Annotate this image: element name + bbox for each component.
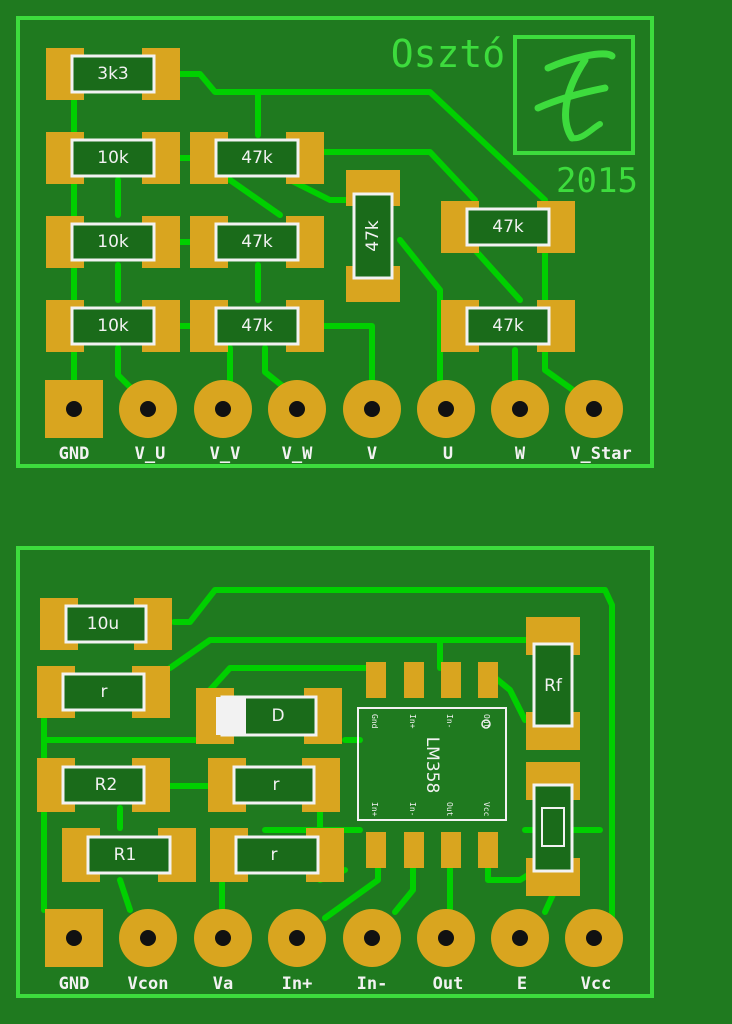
svg-text:Vcc: Vcc — [482, 802, 491, 817]
capacitor-vertical — [526, 762, 580, 896]
diode-d: D — [196, 688, 342, 744]
svg-text:In+: In+ — [370, 802, 379, 817]
pin-label: Vcc — [581, 974, 612, 994]
svg-text:r: r — [101, 682, 108, 702]
pin-label: W — [515, 444, 526, 464]
pin-label: V — [367, 444, 377, 464]
pin-label: Vcon — [128, 974, 169, 994]
pin-label: V_U — [135, 444, 166, 464]
svg-text:10k: 10k — [97, 232, 129, 252]
resistor-r-c: r — [210, 828, 344, 882]
resistor-r5: 47k — [190, 216, 324, 268]
bottom-header-pins — [45, 909, 623, 967]
svg-text:3k3: 3k3 — [97, 64, 128, 84]
svg-text:Out: Out — [482, 714, 491, 729]
pin-label: Va — [213, 974, 233, 994]
pin-label: V_V — [210, 444, 241, 464]
svg-text:47k: 47k — [492, 217, 524, 237]
top-board-outline — [16, 16, 654, 468]
ic-lm358: LM358 Gnd In+ In- Out In+ In- Out Vcc — [357, 662, 507, 868]
resistor-r3: 47k — [190, 132, 324, 184]
svg-text:Gnd: Gnd — [370, 714, 379, 729]
pin-label: V_Star — [570, 444, 631, 464]
svg-text:10u: 10u — [87, 614, 119, 634]
resistor-r8: 10k — [46, 300, 180, 352]
bottom-pin-labels: GND Vcon Va In+ In- Out E Vcc — [59, 974, 612, 994]
svg-text:r: r — [273, 775, 280, 795]
pin-label: In+ — [282, 974, 313, 994]
pin-label: In- — [357, 974, 388, 994]
pin-label: V_W — [282, 444, 313, 464]
board-year: 2015 — [556, 161, 638, 201]
resistor-r7: 47k — [441, 201, 575, 253]
pin-label: GND — [59, 444, 90, 464]
svg-text:r: r — [271, 845, 278, 865]
capacitor-c1: 10u — [40, 598, 172, 650]
svg-text:47k: 47k — [241, 232, 273, 252]
pin-label: Out — [433, 974, 464, 994]
board-title: Osztó — [391, 32, 505, 76]
svg-text:47k: 47k — [241, 148, 273, 168]
pin-label: E — [517, 974, 527, 994]
svg-text:In-: In- — [445, 714, 454, 728]
resistor-r4: 10k — [46, 216, 180, 268]
resistor-r-a: r — [37, 666, 170, 718]
pin-label: GND — [59, 974, 90, 994]
top-pin-labels: GND V_U V_V V_W V U W V_Star — [59, 444, 632, 464]
svg-text:Out: Out — [445, 802, 454, 817]
resistor-r9: 47k — [190, 300, 324, 352]
svg-text:Rf: Rf — [544, 676, 563, 696]
pin-label: U — [443, 444, 453, 464]
svg-text:47k: 47k — [492, 316, 524, 336]
top-header-pins — [45, 380, 623, 438]
resistor-r2: R2 — [37, 758, 170, 812]
resistor-r6-vertical: 47k — [346, 170, 400, 302]
svg-text:LM358: LM358 — [422, 737, 442, 794]
svg-text:47k: 47k — [363, 220, 383, 252]
bottom-board-outline — [16, 546, 654, 998]
svg-text:D: D — [271, 706, 284, 726]
resistor-r1: R1 — [62, 828, 196, 882]
svg-text:R2: R2 — [95, 775, 118, 795]
k-logo-icon — [534, 50, 616, 142]
logo-frame — [513, 35, 635, 155]
svg-text:10k: 10k — [97, 148, 129, 168]
svg-text:47k: 47k — [241, 316, 273, 336]
resistor-r1: 3k3 — [46, 48, 180, 100]
svg-text:In-: In- — [408, 802, 417, 816]
resistor-r-b: r — [208, 758, 340, 812]
svg-text:R1: R1 — [114, 845, 137, 865]
resistor-rf-vertical: Rf — [526, 617, 580, 750]
resistor-r2: 10k — [46, 132, 180, 184]
svg-text:In+: In+ — [408, 714, 417, 729]
resistor-r10: 47k — [441, 300, 575, 352]
svg-text:10k: 10k — [97, 316, 129, 336]
